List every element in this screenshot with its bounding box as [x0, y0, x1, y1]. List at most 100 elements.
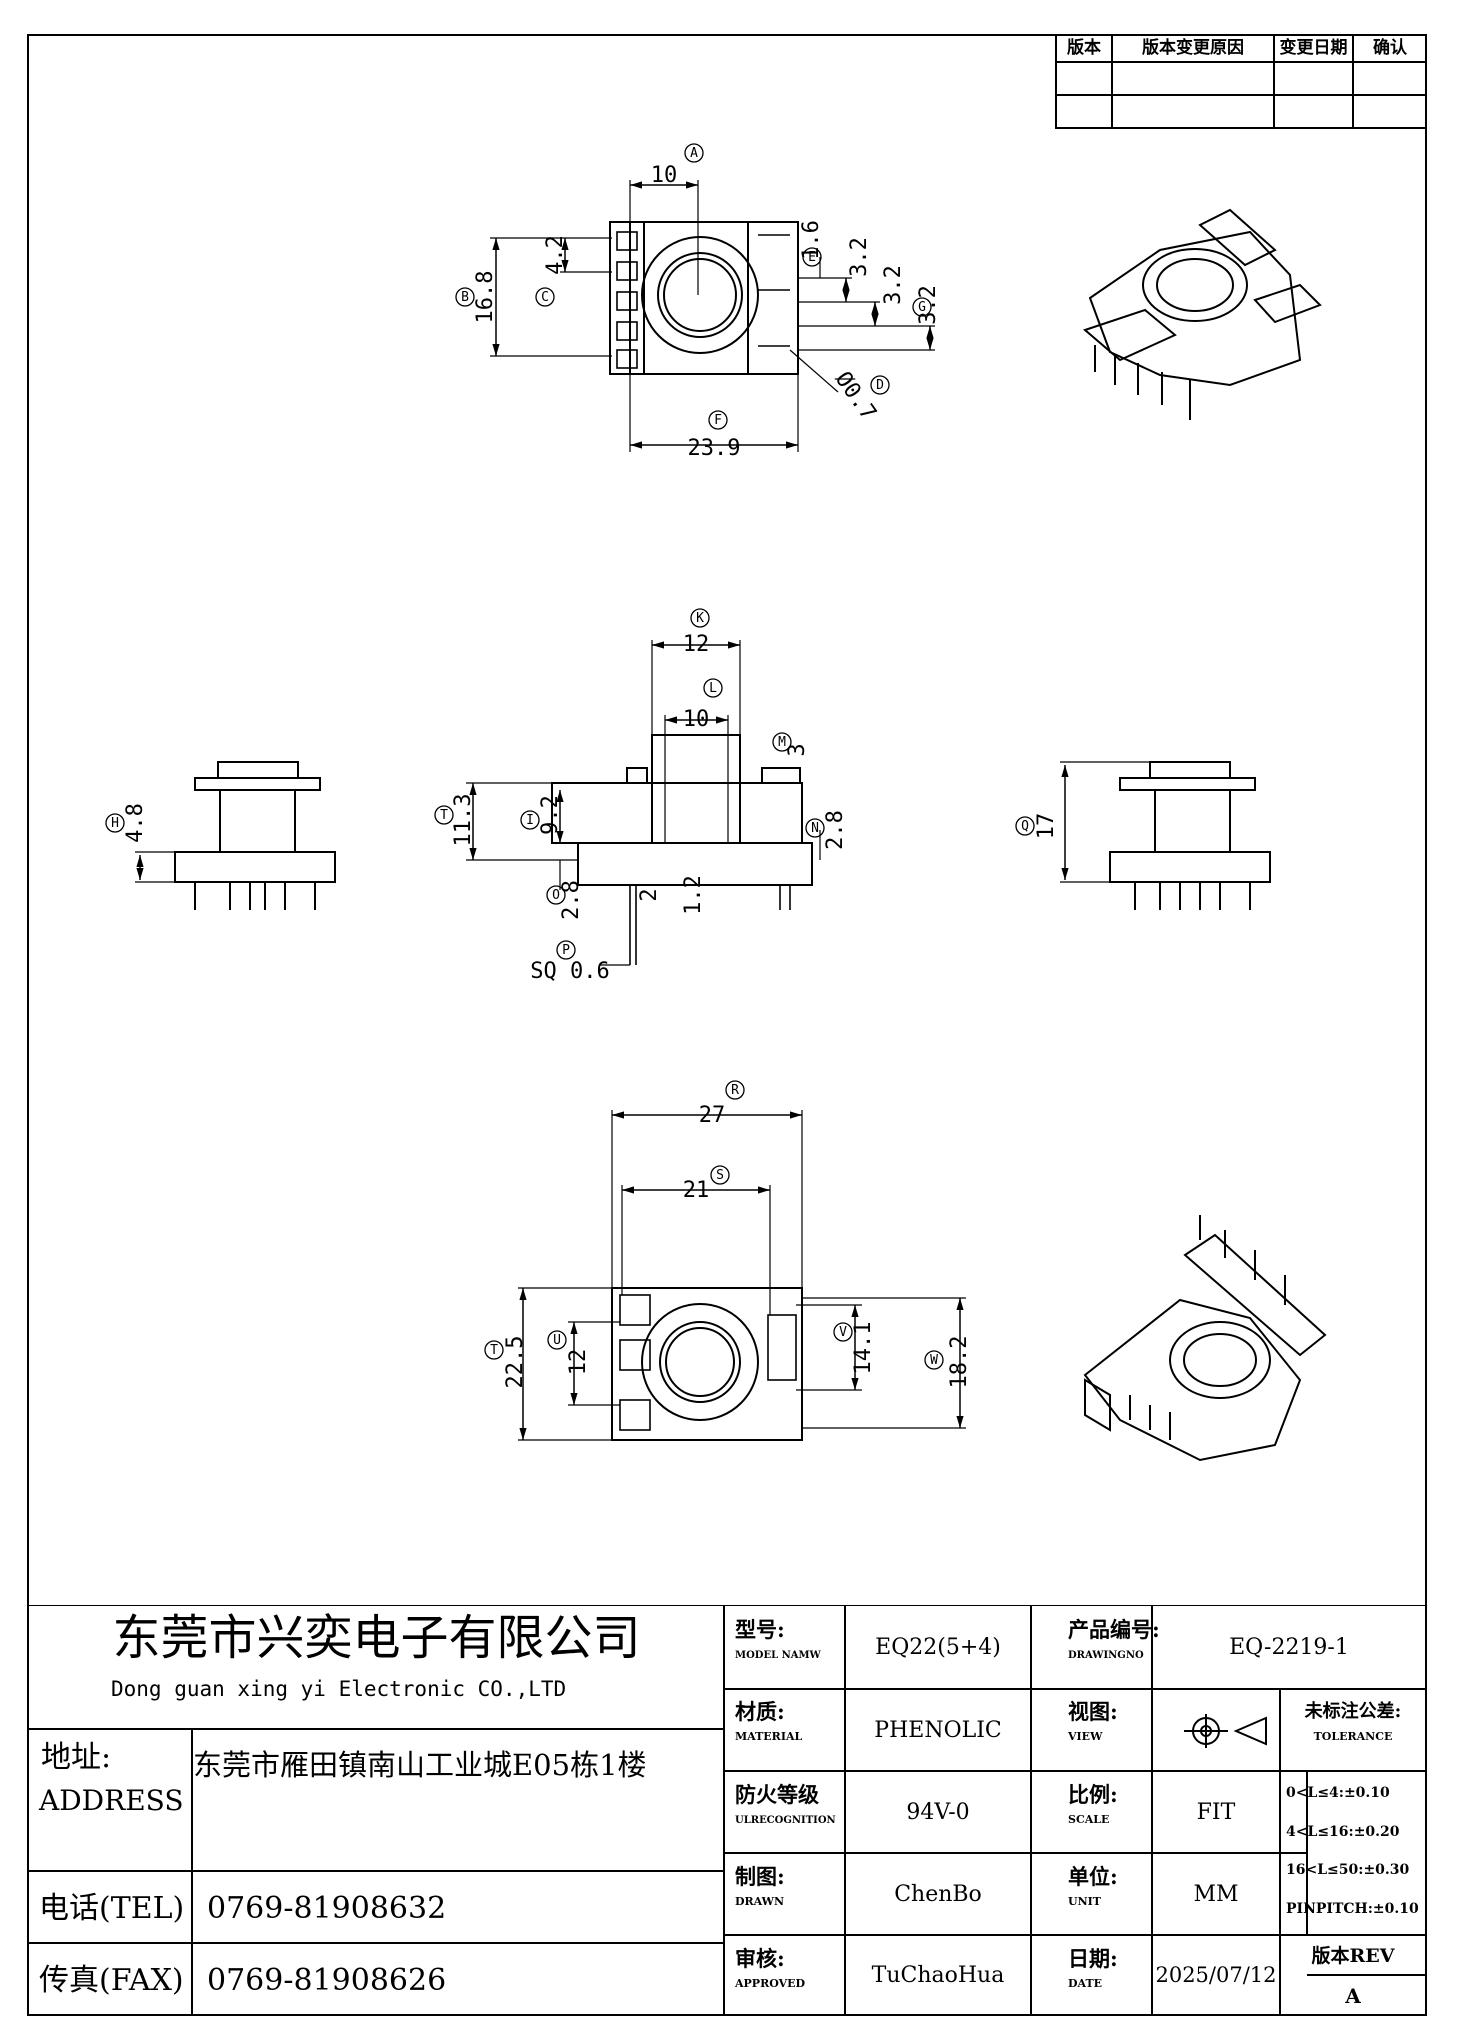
side-view-left — [135, 761, 336, 910]
dim-3-2-b: 3.2 — [881, 265, 906, 305]
material-label-cn: 材质: — [735, 1699, 785, 1725]
approved-label-cn: 审核: — [735, 1946, 785, 1972]
top-view-core-inner — [663, 258, 737, 332]
drawing-frame — [27, 34, 1427, 2016]
address-label-en: ADDRESS — [39, 1783, 184, 1817]
top-view-dims: 10 16.8 4.2 1.6 3.2 3.2 3.2 Ø0.7 23.9 — [473, 163, 941, 461]
technical-drawing: A B C E F G D 10 16.8 4.2 1.6 3.2 3.2 3.… — [105, 143, 1327, 1462]
dim-17: 17 — [1034, 813, 1059, 840]
dim-14-1: 14.1 — [851, 1322, 876, 1375]
callout-e: E — [808, 250, 816, 265]
callout-f: F — [714, 413, 722, 428]
dim-22-5: 22.5 — [503, 1336, 528, 1389]
top-view-right-flange — [747, 221, 799, 375]
bottom-view-callouts: R S T U V W — [484, 1080, 944, 1370]
dim-sq-0-6: SQ 0.6 — [530, 959, 609, 984]
rev-value: A — [1345, 1984, 1361, 2008]
dim-2-8-left: 2.8 — [559, 880, 584, 920]
dim-3-2-a: 3.2 — [847, 237, 872, 277]
callout-r: R — [731, 1083, 739, 1098]
dim-3: 3 — [785, 743, 810, 756]
tolerance-pinpitch: PINPITCH:±0.10 — [1286, 1901, 1419, 1918]
fire-label-en: ULRECOGNITION — [735, 1814, 836, 1826]
front-top-flange — [551, 782, 803, 844]
tolerance-16-50: 16<L≤50:±0.30 — [1286, 1862, 1410, 1879]
callout-c: C — [541, 290, 549, 305]
front-view-callouts: K L M T I N O P H Q — [105, 608, 1035, 960]
dim-12: 12 — [683, 632, 710, 657]
callout-i: I — [526, 813, 534, 828]
tel-label: 电话(TEL) — [39, 1890, 185, 1926]
dim-16-8: 16.8 — [473, 271, 498, 324]
drawing-no-value: EQ-2219-1 — [1229, 1634, 1349, 1660]
bottom-outline — [611, 1287, 803, 1441]
callout-n: N — [811, 821, 819, 836]
dim-3-2-c: 3.2 — [916, 285, 941, 325]
fax-value: 0769-81908626 — [207, 1962, 447, 1998]
scale-value: FIT — [1196, 1799, 1236, 1825]
view-label-en: VIEW — [1068, 1729, 1103, 1743]
fire-value: 94V-0 — [906, 1799, 970, 1825]
front-view — [466, 640, 821, 966]
front-view-dims: 12 10 3 11.3 9.2 2.8 2.8 2 1.2 SQ 0.6 4.… — [123, 632, 1059, 984]
callout-v: V — [839, 1325, 847, 1340]
model-value: EQ22(5+4) — [875, 1634, 1001, 1660]
dim-4-2: 4.2 — [543, 235, 568, 275]
tolerance-label-cn: 未标注公差: — [1304, 1701, 1402, 1723]
dim-1-2: 1.2 — [681, 875, 706, 915]
dim-1-6: 1.6 — [799, 220, 824, 260]
approved-label-en: APPROVED — [735, 1976, 806, 1990]
revision-table-grid — [1055, 34, 1427, 129]
callout-h: H — [111, 816, 119, 831]
callout-a: A — [690, 146, 698, 161]
bottom-view-dims: 27 21 22.5 12 14.1 18.2 — [503, 1103, 972, 1388]
rev-label: 版本REV — [1311, 1944, 1395, 1967]
dim-2-8-right: 2.8 — [823, 810, 848, 850]
callout-g: G — [918, 300, 926, 315]
unit-value: MM — [1193, 1881, 1239, 1907]
callout-l: L — [709, 681, 717, 696]
tolerance-0-4: 0<L≤4:±0.10 — [1286, 1785, 1390, 1802]
rev-col-date: 变更日期 — [1279, 37, 1348, 58]
iso-view-top — [1083, 208, 1322, 420]
callout-d: D — [876, 378, 884, 393]
rev-col-reason: 版本变更原因 — [1142, 37, 1244, 58]
dim-23-9: 23.9 — [688, 436, 741, 461]
tolerance-label-en: TOLERANCE — [1313, 1729, 1393, 1743]
scale-label-cn: 比例: — [1068, 1782, 1118, 1808]
callout-w: W — [930, 1353, 938, 1368]
dim-18-2: 18.2 — [947, 1336, 972, 1389]
top-view-callouts: A B C E F G D — [455, 143, 932, 430]
rev-col-confirm: 确认 — [1373, 37, 1407, 58]
callout-s: S — [716, 1168, 724, 1183]
callout-t-front: T — [440, 808, 448, 823]
dim-11-3: 11.3 — [451, 794, 476, 847]
dim-10: 10 — [651, 163, 678, 188]
tel-value: 0769-81908632 — [207, 1890, 447, 1926]
address-value: 东莞市雁田镇南山工业城E05栋1楼 — [193, 1748, 647, 1783]
company-name-en: Dong guan xing yi Electronic CO.,LTD — [111, 1677, 567, 1702]
callout-b: B — [461, 290, 469, 305]
projection-symbol-icon — [1184, 1714, 1267, 1748]
fax-label: 传真(FAX) — [39, 1962, 184, 1998]
material-label-en: MATERIAL — [735, 1729, 803, 1743]
date-label-cn: 日期: — [1068, 1946, 1118, 1972]
scale-label-en: SCALE — [1068, 1812, 1110, 1826]
callout-p: P — [562, 943, 570, 958]
approved-value: TuChaoHua — [871, 1962, 1005, 1988]
top-view — [490, 180, 935, 452]
date-label-en: DATE — [1068, 1976, 1103, 1990]
dim-21: 21 — [683, 1178, 710, 1203]
model-label-en: MODEL NAMW — [735, 1649, 821, 1661]
view-label-cn: 视图: — [1068, 1699, 1118, 1725]
model-label-cn: 型号: — [735, 1617, 785, 1643]
unit-label-en: UNIT — [1068, 1894, 1101, 1908]
company-name-cn: 东莞市兴奕电子有限公司 — [112, 1609, 641, 1666]
dim-12-bottom: 12 — [566, 1349, 591, 1376]
rev-col-version: 版本 — [1067, 37, 1101, 58]
drawn-label-en: DRAWN — [735, 1894, 785, 1908]
callout-t-bottom: T — [490, 1343, 498, 1358]
dim-4-8: 4.8 — [123, 803, 148, 843]
fire-label-cn: 防火等级 — [735, 1782, 819, 1808]
bottom-view — [518, 1110, 966, 1441]
